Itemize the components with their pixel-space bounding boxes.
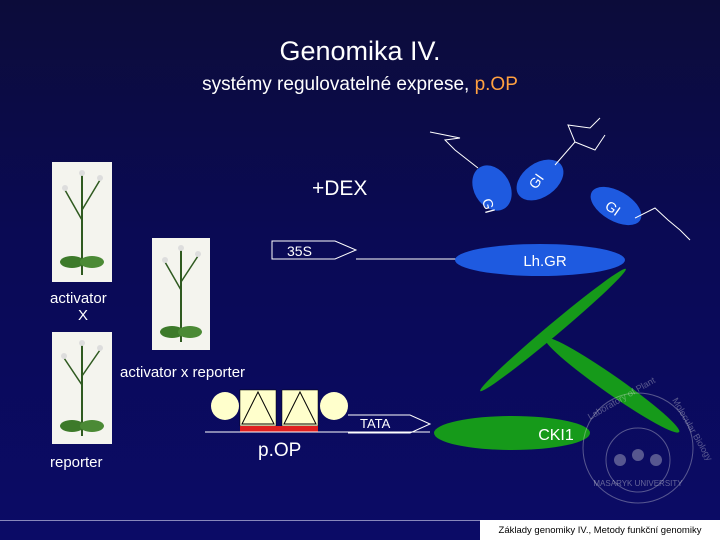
cross-label: X	[78, 307, 89, 324]
gal4-fragment-2: GI	[516, 117, 606, 201]
logo-text-university: MASARYK UNIVERSITY	[593, 479, 683, 488]
tata-box	[348, 414, 432, 434]
cki1-label: CKI1	[538, 427, 574, 444]
gal4-fragment-3: GI	[590, 186, 691, 241]
cross-result-label: activator x reporter	[120, 364, 246, 381]
slide-title: Genomika IV.	[279, 36, 441, 66]
plant-image-2	[152, 238, 210, 350]
gal4-fragment-1-label: GI	[479, 197, 498, 215]
promoter-35s-arrow	[271, 240, 470, 260]
lhgr-label: Lh.GR	[523, 253, 567, 270]
green-stroke-1	[480, 268, 626, 392]
gal4-fragment-1: GI	[429, 131, 512, 215]
pop-label: p.OP	[258, 440, 302, 461]
cki1-gene	[434, 416, 590, 450]
activator-label: activator	[50, 290, 107, 307]
footer-rule	[0, 520, 480, 521]
green-stroke-2	[544, 337, 680, 433]
footer: Základy genomiky IV., Metody funkční gen…	[480, 520, 720, 540]
pop-promoter-bar	[240, 426, 318, 432]
reporter-label: reporter	[50, 454, 103, 471]
plant-image-3	[52, 332, 112, 444]
tata-label: TATA	[360, 416, 391, 431]
subtitle-accent: p.OP	[474, 74, 518, 95]
lab-logo	[582, 392, 694, 504]
lac-operator-boxes	[211, 389, 348, 427]
dex-label: +DEX	[312, 177, 368, 200]
lhgr-protein	[455, 244, 625, 276]
promoter-35s-label: 35S	[287, 243, 312, 259]
subtitle-main: systémy regulovatelné exprese,	[202, 74, 475, 95]
slide-subtitle: systémy regulovatelné exprese, p.OP	[0, 74, 720, 96]
plant-image-1	[52, 162, 112, 282]
